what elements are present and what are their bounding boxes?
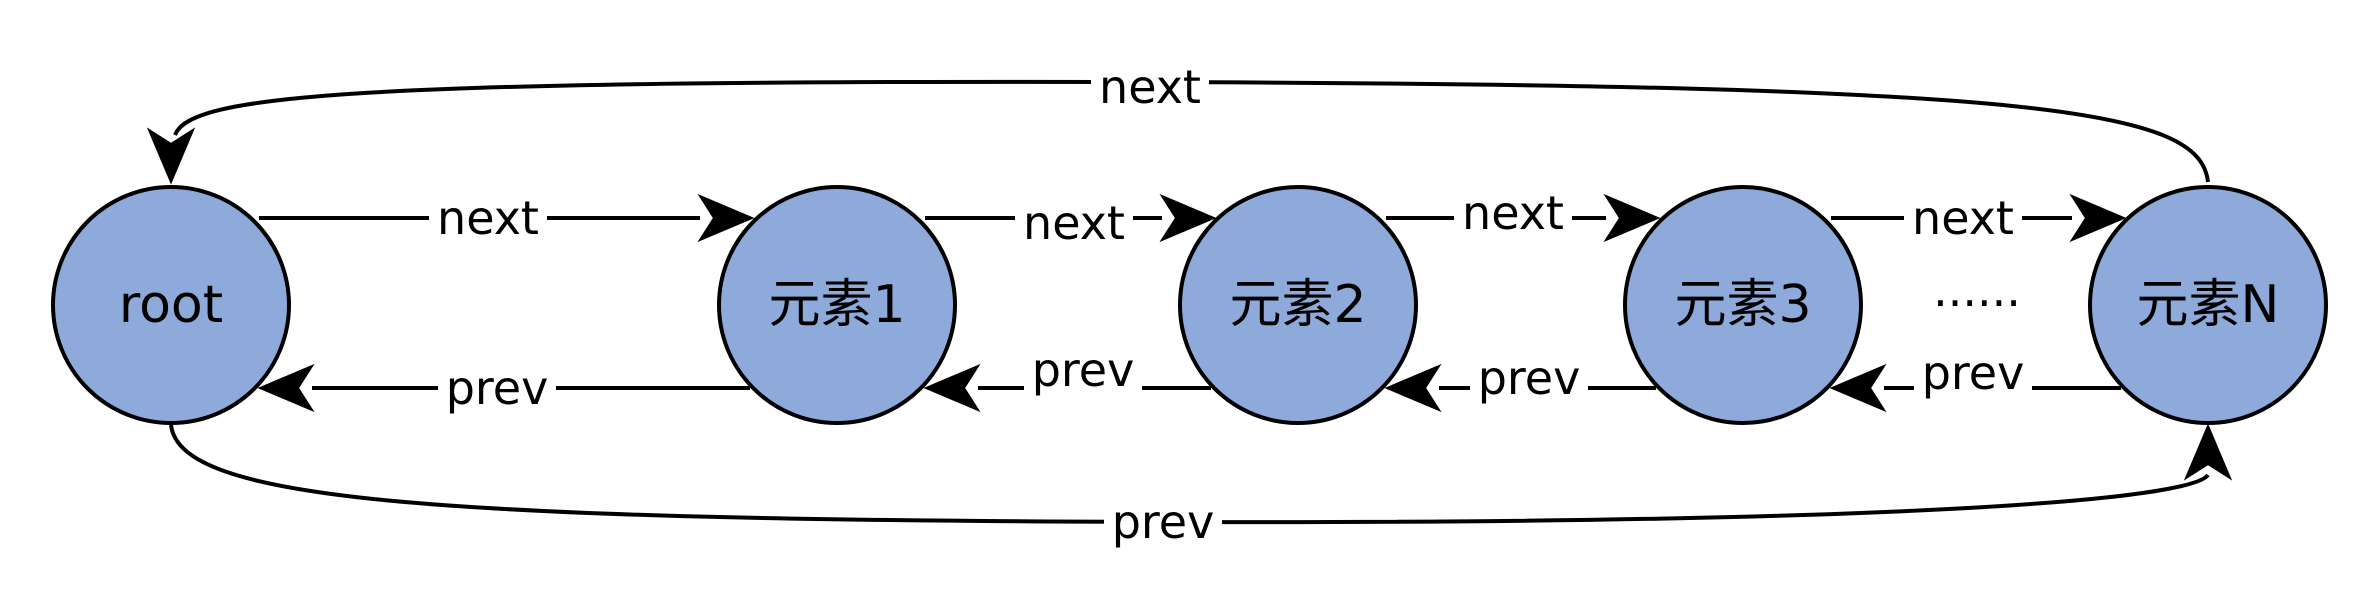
node-nN: 元素N [2088,185,2328,425]
node-label: 元素1 [768,275,905,335]
node-circle [51,185,291,425]
edge-label-background [1454,185,1572,241]
node-n1: 元素1 [717,185,957,425]
edge-label-background [1091,59,1209,115]
edge-label-next: next [1099,60,1201,114]
edge-label-background [438,360,556,416]
labels-layer: next next next next next prev prev prev prev prev [429,59,2032,550]
node-label: 元素3 [1674,275,1811,335]
edge-label-background [429,190,547,246]
edge-label-background [1024,342,1142,398]
node-circle [1623,185,1863,425]
edge-label-background [1470,350,1588,406]
node-n2: 元素2 [1178,185,1418,425]
edge-label-prev: prev [1112,495,1215,549]
arrowhead [697,193,755,243]
edge-label-group: prev [438,360,556,416]
arrowhead [146,127,196,185]
edge-label-next: next [1462,186,1564,240]
arrowhead [923,363,981,413]
arrowhead [2069,193,2127,243]
nodes-layer: root 元素1 元素2 元素3 元素N [51,185,2328,425]
edge-label-prev: prev [446,361,549,415]
edge-label-background [1104,494,1222,550]
arrowhead [257,363,315,413]
node-circle [1178,185,1418,425]
edge-label-next: next [1912,191,2014,245]
ellipsis-text: ...... [1933,263,2021,317]
edge-label-next: next [437,191,539,245]
edge-label-prev: prev [1478,351,1581,405]
node-label: root [119,275,223,335]
edge-label-group: prev [1470,350,1588,406]
arrowhead [1384,363,1442,413]
arrowhead [1829,363,1887,413]
edge-label-group: prev [1914,345,2032,401]
arrowhead [1603,193,1661,243]
edge-label-prev: prev [1032,343,1135,397]
edge-label-prev: prev [1922,346,2025,400]
edge-label-group: next [1091,59,1209,115]
edge-label-group: next [1904,190,2022,246]
node-circle [2088,185,2328,425]
edge-label-background [1914,345,2032,401]
node-root: root [51,185,291,425]
edge-label-group: next [1454,185,1572,241]
edge-label-next: next [1023,196,1125,250]
edge-label-group: next [1015,195,1133,251]
edge-label-background [1904,190,2022,246]
edge-label-group: next [429,190,547,246]
edge-label-background [1015,195,1133,251]
node-n3: 元素3 [1623,185,1863,425]
edge-label-group: prev [1024,342,1142,398]
node-circle [717,185,957,425]
node-label: 元素2 [1229,275,1366,335]
node-label: 元素N [2137,275,2280,335]
arrowhead [1159,193,1217,243]
edge-label-group: prev [1104,494,1222,550]
arrowhead [2183,423,2233,481]
